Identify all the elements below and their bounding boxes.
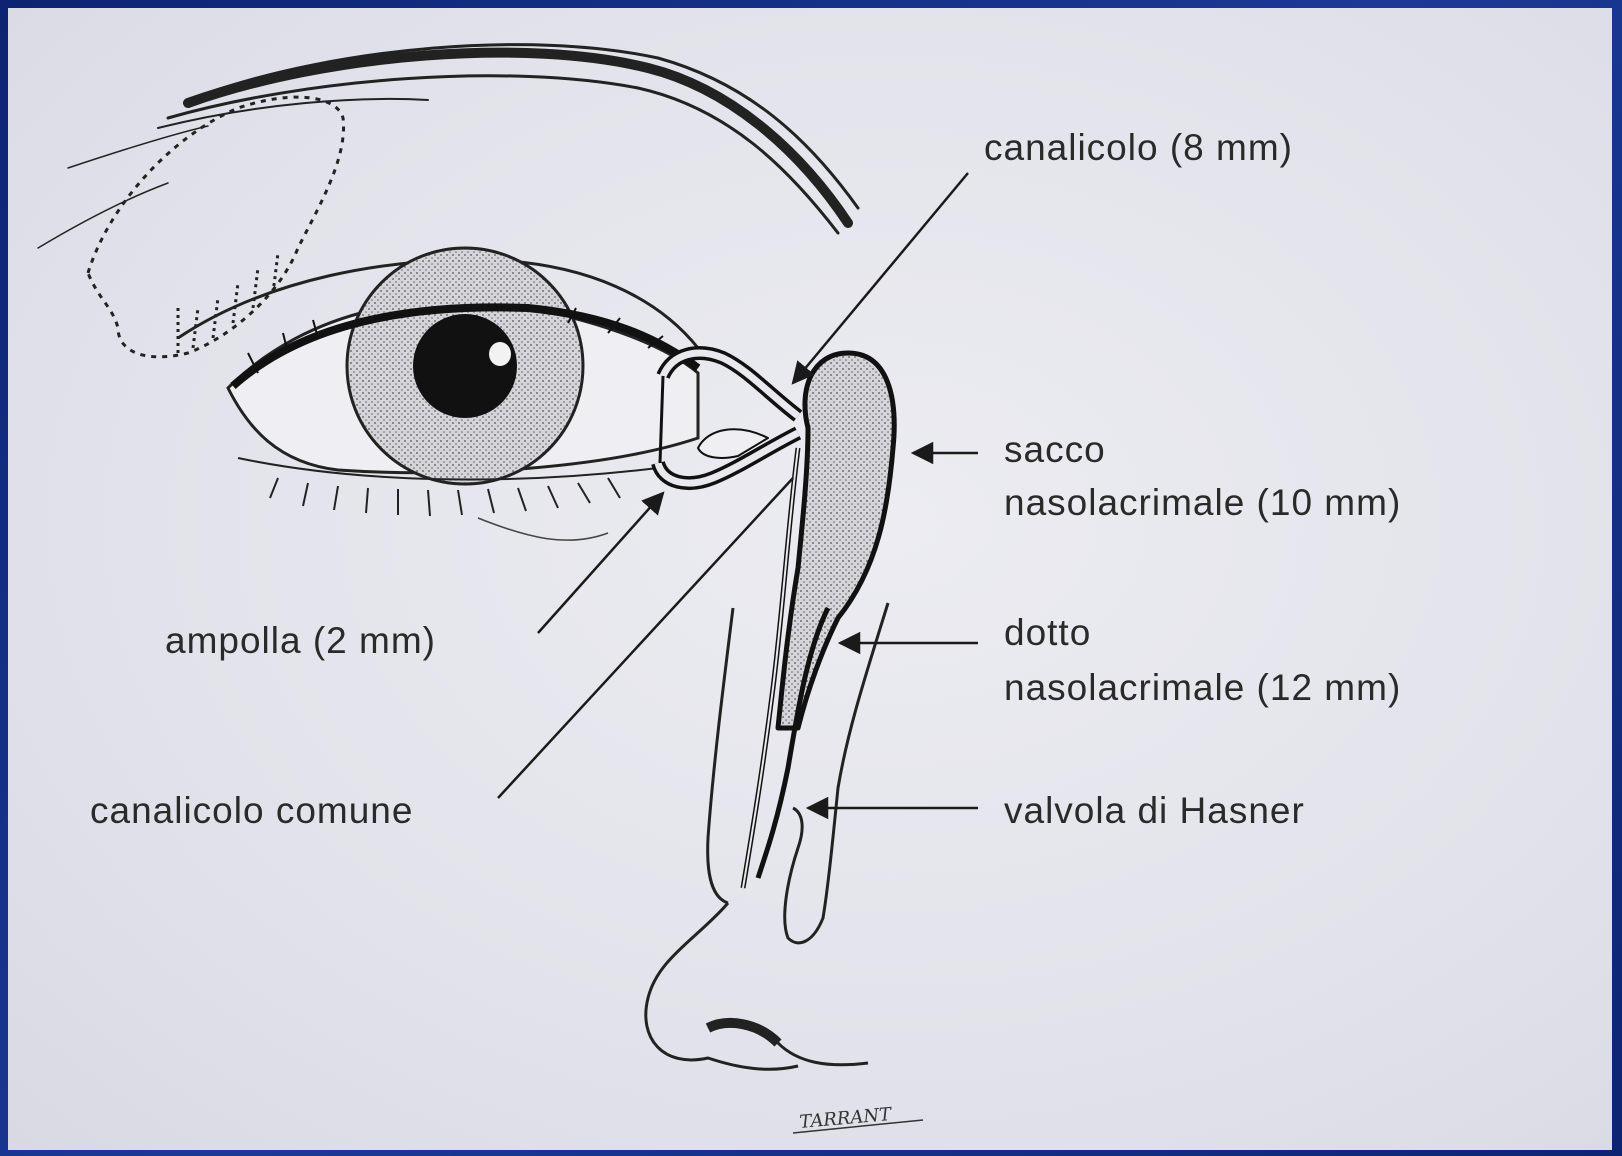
nose [646, 603, 888, 1069]
svg-text:TARRANT: TARRANT [799, 1104, 894, 1133]
eyebrow [38, 45, 858, 248]
label-valvola: valvola di Hasner [1004, 786, 1305, 836]
label-sacco-line1: sacco [1004, 425, 1106, 475]
lacrimal-system-diagram: TARRANT [8, 8, 1612, 1150]
label-pointers [498, 173, 978, 808]
label-dotto-line1: dotto [1004, 608, 1091, 658]
label-canalicolo: canalicolo (8 mm) [984, 123, 1293, 173]
label-ampolla: ampolla (2 mm) [165, 616, 436, 666]
pointer-canalicolo-comune [498, 478, 793, 798]
artist-signature: TARRANT [793, 1104, 923, 1133]
lacrimal-gland-outline [88, 97, 344, 357]
pointer-ampolla [538, 493, 663, 633]
label-sacco-line2: nasolacrimale (10 mm) [1004, 478, 1401, 528]
pointer-canalicolo [793, 173, 968, 383]
pupil [413, 314, 517, 418]
label-dotto-line2: nasolacrimale (12 mm) [1004, 663, 1401, 713]
diagram-paper: TARRANT canalicolo (8 mm) sacco nasolacr… [8, 8, 1612, 1150]
label-canalicolo-comune: canalicolo comune [90, 786, 413, 836]
